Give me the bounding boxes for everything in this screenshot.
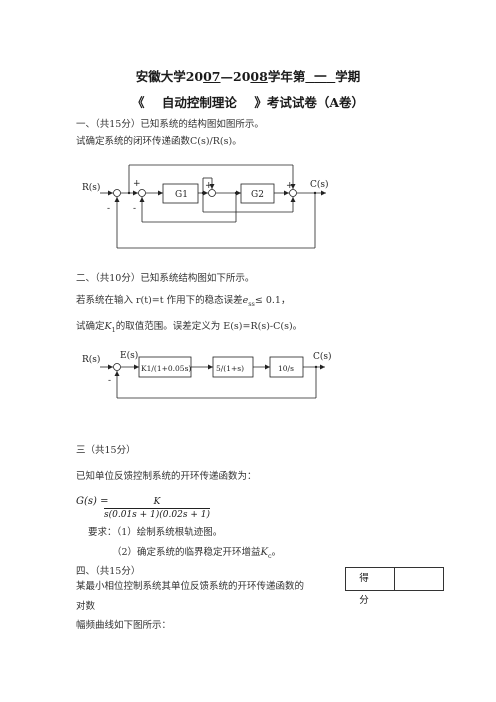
- q2-sum-junction: [113, 363, 121, 371]
- q1-heading: 一、（共15分）已知系统的结构图如图所示。: [76, 119, 264, 130]
- q2-plant-block-label: 5/(1+s): [216, 364, 244, 373]
- q3-requirement-2: （2）确定系统的临界稳定开环增益Kc。: [112, 547, 282, 560]
- q3-heading: 三（共15分）: [76, 445, 136, 456]
- q3-lhs: G(s) =: [76, 496, 109, 507]
- q2-k1-block-label: K1/(1+0.05s): [141, 364, 191, 373]
- course-title: 《 自动控制理论 》考试试卷（A卷）: [131, 95, 365, 110]
- q2-ess-symbol: e: [242, 295, 249, 306]
- q3-requirement-1: 要求：（1）绘制系统根轨迹图。: [88, 527, 223, 538]
- q1-sum-junction-4: [289, 189, 297, 197]
- q1-sign: +: [133, 179, 141, 189]
- q1-input-label: R(s): [82, 182, 100, 193]
- q2-integrator-block-label: 10/s: [278, 364, 294, 373]
- q3-denominator: s(0.01s + 1)(0.02s + 1): [104, 510, 210, 520]
- q1-sum-junction-3: [208, 189, 216, 197]
- course-name: 自动控制理论: [161, 95, 237, 110]
- q2-line2: 试确定K1的取值范围。误差定义为 E(s)=R(s)-C(s)。: [76, 321, 303, 334]
- q2-k1-symbol: K: [104, 321, 112, 332]
- q4-heading: 四、（共15分）: [76, 566, 141, 577]
- q1-sign: +: [286, 181, 294, 191]
- q1-g1-label: G1: [175, 190, 188, 200]
- year-start: 07: [203, 69, 221, 84]
- exam-header: 安徽大学2007—2008学年第 一 学期: [135, 69, 361, 84]
- q1-block-g1: [162, 183, 199, 204]
- q1-block-g2: [240, 183, 275, 204]
- q1-sum-junction-2: [138, 189, 146, 197]
- q1-sign: -: [107, 204, 110, 214]
- q2-line1: 若系统在输入 r(t)=t 作用下的稳态误差ess≤ 0.1，: [76, 295, 291, 308]
- score-box: 得 分: [345, 567, 444, 606]
- q2-input-label: R(s): [82, 354, 100, 365]
- q1-g2-label: G2: [251, 190, 264, 200]
- q4-line2: 对数: [76, 601, 96, 612]
- q3-intro: 已知单位反馈控制系统的开环传递函数为：: [76, 471, 257, 482]
- semester: 一: [314, 69, 327, 84]
- q4-line3: 幅频曲线如下图所示：: [76, 620, 172, 631]
- score-label: 得 分: [346, 568, 395, 606]
- q2-heading: 二、（共10分）已知系统结构图如下所示。: [76, 273, 255, 284]
- q1-task: 试确定系统的闭环传递函数C(s)/R(s)。: [76, 136, 242, 147]
- q3-transfer-function: K s(0.01s + 1)(0.02s + 1): [104, 497, 210, 520]
- q1-sign: -: [133, 204, 136, 214]
- university-name: 安徽大学: [135, 69, 186, 84]
- q1-sign: +: [205, 181, 213, 191]
- q1-output-label: C(s): [310, 179, 329, 190]
- q2-sign: -: [108, 376, 111, 386]
- year-end: 08: [250, 69, 268, 84]
- q1-sum-junction-1: [113, 189, 121, 197]
- q2-error-label: E(s): [120, 350, 138, 361]
- q3-kc-symbol: K: [260, 547, 269, 558]
- q4-line1: 某最小相位控制系统其单位反馈系统的开环传递函数的: [76, 581, 305, 592]
- q2-output-label: C(s): [313, 351, 332, 362]
- q3-numerator: K: [104, 497, 210, 509]
